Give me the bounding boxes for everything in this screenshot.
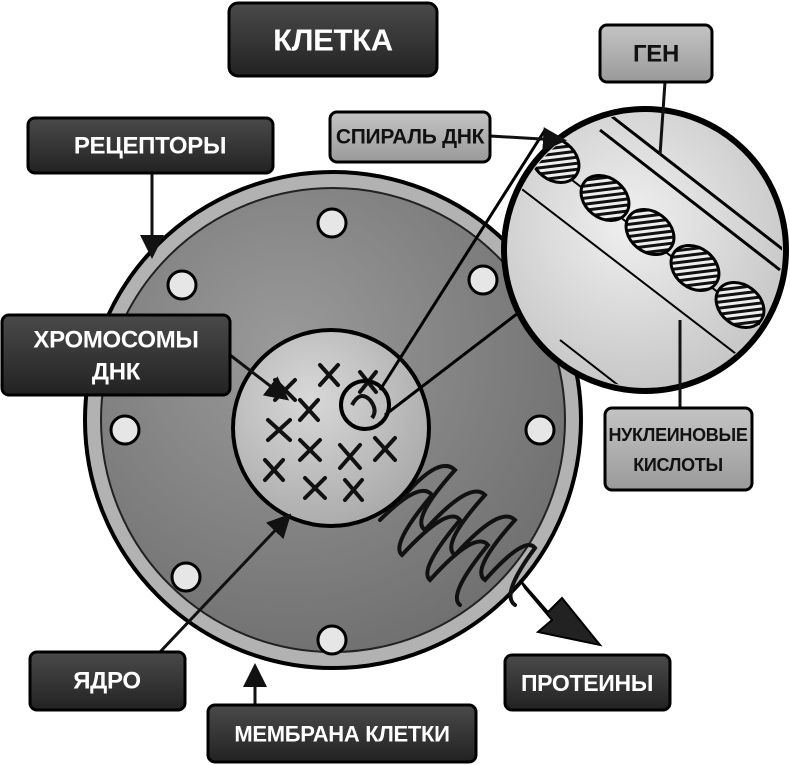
nucleus-leader [158, 513, 292, 654]
chromosomes-label: ХРОМОСОМЫ ДНК [0, 313, 232, 397]
nucleic-acids-text-line2: КИСЛОТЫ [633, 455, 723, 475]
zoom-connectors [378, 129, 547, 417]
protein-coil [378, 464, 538, 607]
dna-highlight [339, 379, 391, 431]
cell [83, 170, 603, 670]
proteins-text: ПРОТЕИНЫ [521, 670, 653, 696]
chromosome [298, 398, 320, 422]
title-box: КЛЕТКА [227, 1, 439, 78]
chromosome [318, 363, 340, 387]
receptors-text: РЕЦЕПТОРЫ [74, 133, 226, 160]
nucleic-acids-text-line1: НУКЛЕИНОВЫЕ [608, 425, 747, 445]
proteins-label: ПРОТЕИНЫ [503, 653, 672, 712]
membrane-text: МЕМБРАНА КЛЕТКИ [234, 722, 449, 747]
chromosomes [263, 363, 397, 502]
chromosome [338, 443, 362, 470]
receptor [170, 561, 202, 593]
zoom-view [501, 106, 789, 394]
nucleus-text: ЯДРО [73, 668, 141, 695]
chromosomes-text-line2: ДНК [92, 359, 141, 386]
protein-export-arrow [519, 579, 603, 647]
dna-helix [529, 136, 766, 329]
receptors [109, 207, 556, 656]
dna-helix-text: СПИРАЛЬ ДНК [336, 126, 485, 149]
dna-helix-leader [489, 127, 567, 152]
membrane-label: МЕМБРАНА КЛЕТКИ [206, 703, 478, 764]
title: КЛЕТКА [273, 23, 393, 58]
nucleic-acids-label: НУКЛЕИНОВЫЕ КИСЛОТЫ [603, 406, 754, 492]
gene-leader [658, 81, 667, 156]
gene-text: ГЕН [633, 41, 679, 68]
chromosome [343, 478, 364, 502]
receptors-label: РЕЦЕПТОРЫ [26, 116, 275, 175]
chromosomes-leader [229, 353, 290, 401]
leader-lines [140, 81, 682, 705]
chromosome [266, 418, 292, 442]
receptor [316, 207, 348, 239]
receptor [316, 624, 348, 656]
gene-label: ГЕН [598, 23, 714, 84]
nucleus-label: ЯДРО [28, 650, 187, 712]
receptor [524, 414, 556, 446]
chromosome [373, 436, 397, 462]
chromosome [263, 458, 285, 482]
chromosomes-text-line1: ХРОМОСОМЫ [33, 327, 198, 354]
receptor [109, 414, 141, 446]
receptor [467, 264, 499, 296]
dna-helix-label: СПИРАЛЬ ДНК [328, 110, 492, 164]
chromosome [303, 476, 327, 500]
receptor [166, 269, 198, 301]
chromosome [298, 438, 322, 462]
